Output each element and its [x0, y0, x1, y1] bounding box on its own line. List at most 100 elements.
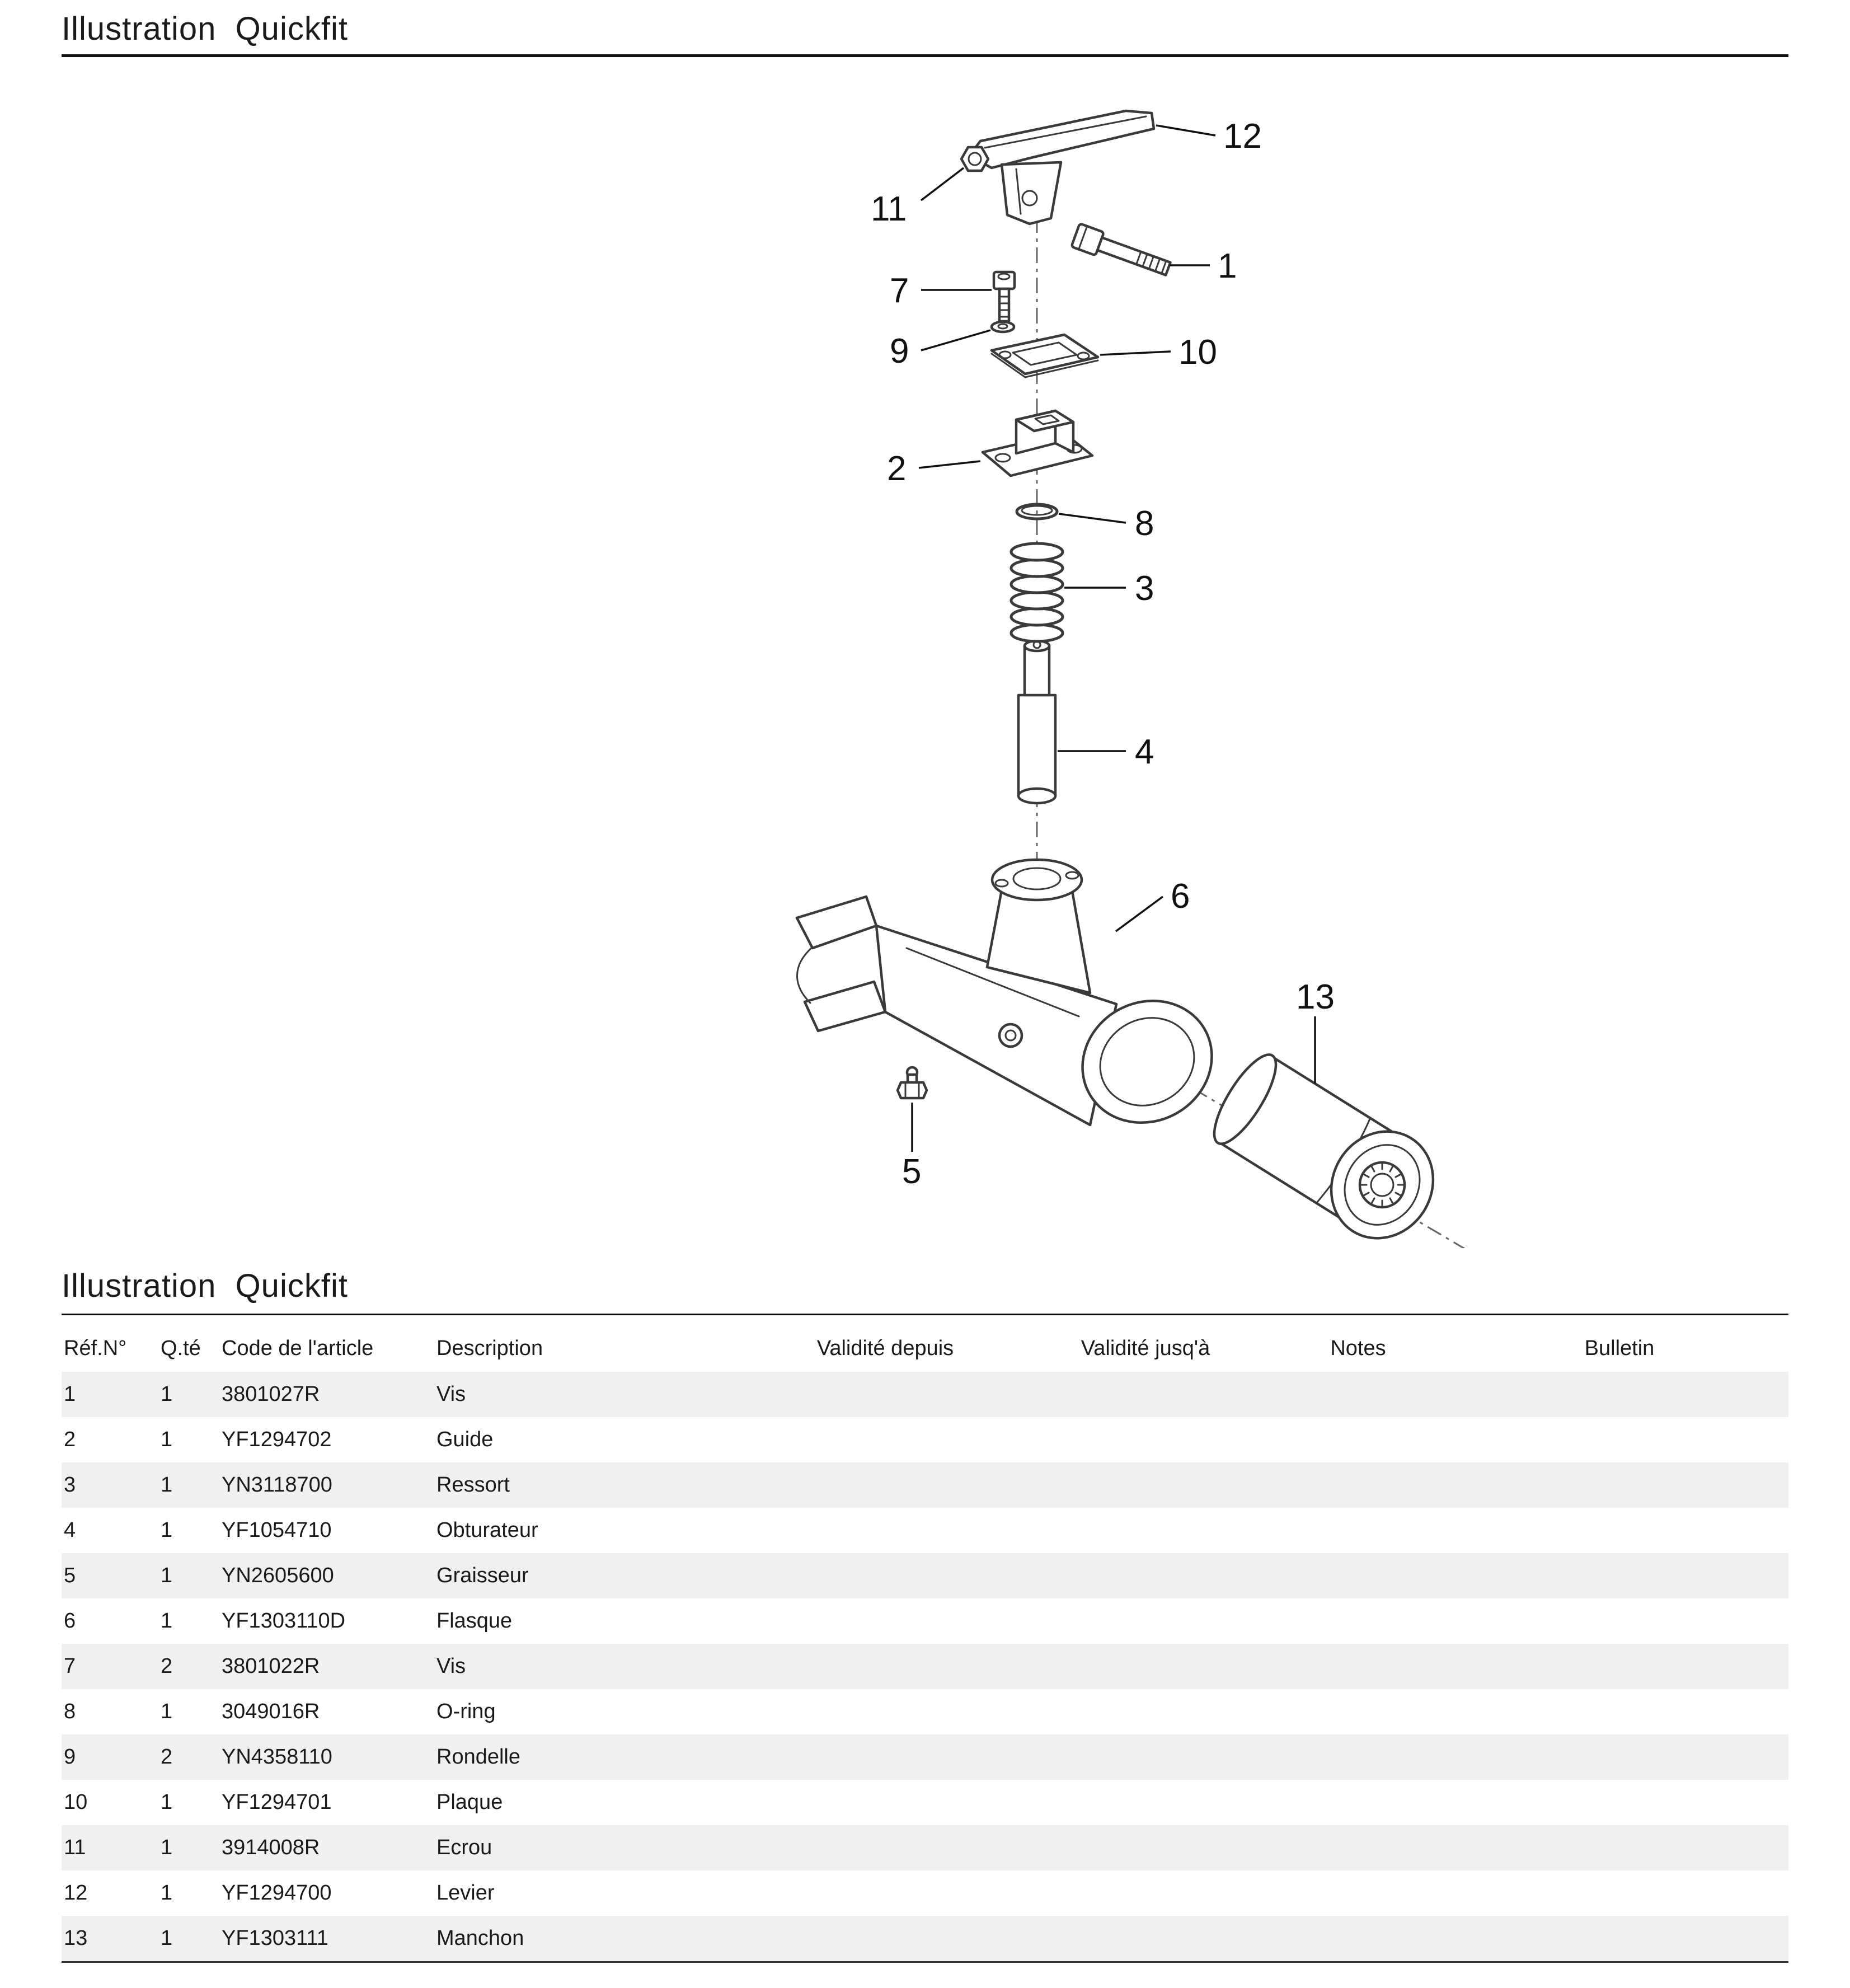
cell-ref: 10	[64, 1790, 88, 1814]
cell-qty: 1	[161, 1609, 173, 1633]
part-plaque	[990, 333, 1100, 378]
cell-desc: Ressort	[436, 1473, 510, 1497]
cell-code: 3801027R	[222, 1382, 320, 1406]
cell-qty: 1	[161, 1473, 173, 1497]
callout-11: 11	[871, 190, 907, 228]
cell-ref: 4	[64, 1518, 76, 1542]
cell-from	[745, 1689, 1025, 1734]
cell-code: YF1054710	[222, 1518, 332, 1542]
cell-ref: 9	[64, 1745, 76, 1769]
cell-bulletin	[1450, 1689, 1788, 1734]
cell-bulletin	[1450, 1462, 1788, 1508]
part-ecrou	[960, 146, 990, 172]
title-divider	[62, 54, 1788, 57]
cell-desc: Flasque	[436, 1609, 513, 1633]
cell-bulletin	[1450, 1417, 1788, 1462]
exploded-diagram: 1 2 3 4 5 6 7 8 9 10	[62, 57, 1788, 1248]
cell-desc: Levier	[436, 1881, 495, 1905]
cell-ref: 7	[64, 1654, 76, 1678]
page-header: Illustration Quickfit	[62, 10, 1788, 57]
cell-to	[1025, 1644, 1266, 1689]
callout-12: 12	[1223, 117, 1262, 156]
callout-1: 1	[1218, 247, 1237, 285]
cell-desc: Ecrou	[436, 1836, 492, 1859]
cell-code: YN4358110	[222, 1745, 332, 1769]
cell-from	[745, 1598, 1025, 1644]
cell-code: YN3118700	[222, 1473, 332, 1497]
cell-code: 3049016R	[222, 1700, 320, 1723]
cell-ref: 11	[64, 1836, 86, 1859]
cell-bulletin	[1450, 1372, 1788, 1417]
cell-notes	[1266, 1689, 1450, 1734]
cell-to	[1025, 1825, 1266, 1870]
cell-to	[1025, 1372, 1266, 1417]
cell-from	[745, 1553, 1025, 1598]
cell-bulletin	[1450, 1825, 1788, 1870]
cell-bulletin	[1450, 1780, 1788, 1825]
cell-ref: 1	[64, 1382, 76, 1406]
callout-8: 8	[1135, 504, 1154, 543]
part-graisseur	[896, 1066, 928, 1100]
part-levier	[968, 109, 1156, 226]
part-rondelle	[990, 320, 1016, 334]
cell-from	[745, 1916, 1025, 1962]
header-bulletin: Bulletin	[1584, 1337, 1655, 1360]
cell-desc: Graisseur	[436, 1564, 529, 1587]
callout-3: 3	[1135, 569, 1154, 608]
header-code: Code de l'article	[222, 1337, 374, 1360]
callout-13: 13	[1296, 978, 1335, 1016]
cell-desc: Vis	[436, 1654, 466, 1678]
part-vis-7	[992, 270, 1016, 323]
cell-desc: O-ring	[436, 1700, 496, 1723]
cell-code: YF1294702	[222, 1428, 332, 1451]
cell-notes	[1266, 1508, 1450, 1553]
cell-qty: 1	[161, 1881, 173, 1905]
part-manchon	[1213, 1053, 1435, 1240]
cell-bulletin	[1450, 1734, 1788, 1780]
cell-from	[745, 1825, 1025, 1870]
part-oring	[1015, 503, 1059, 521]
cell-qty: 1	[161, 1518, 173, 1542]
cell-from	[745, 1508, 1025, 1553]
cell-qty: 2	[161, 1745, 173, 1769]
cell-bulletin	[1450, 1553, 1788, 1598]
callout-9: 9	[890, 332, 909, 371]
cell-from	[745, 1870, 1025, 1916]
callouts: 1 2 3 4 5 6 7 8 9 10	[871, 117, 1335, 1191]
table-title: Illustration Quickfit	[62, 1268, 348, 1304]
cell-bulletin	[1450, 1870, 1788, 1916]
header-ref: Réf.N°	[64, 1337, 127, 1360]
callout-10: 10	[1178, 333, 1217, 372]
callout-6: 6	[1171, 877, 1190, 916]
cell-code: YF1294701	[222, 1790, 332, 1814]
cell-to	[1025, 1689, 1266, 1734]
cell-ref: 2	[64, 1428, 76, 1451]
cell-qty: 1	[161, 1428, 173, 1451]
cell-code: 3801022R	[222, 1654, 320, 1678]
header-notes: Notes	[1330, 1337, 1386, 1360]
cell-to	[1025, 1734, 1266, 1780]
parts-table-section: Illustration Quickfit Réf.N° Q.té Code d…	[62, 1267, 1788, 1963]
cell-from	[745, 1780, 1025, 1825]
header-qty: Q.té	[161, 1337, 201, 1360]
part-flasque	[795, 858, 1213, 1127]
callout-2: 2	[887, 449, 906, 488]
cell-notes	[1266, 1734, 1450, 1780]
parts-table: Réf.N° Q.té Code de l'article Descriptio…	[62, 1323, 1788, 1963]
cell-qty: 1	[161, 1564, 173, 1587]
cell-bulletin	[1450, 1644, 1788, 1689]
cell-notes	[1266, 1553, 1450, 1598]
cell-qty: 1	[161, 1382, 173, 1406]
table-title-divider	[62, 1314, 1788, 1315]
